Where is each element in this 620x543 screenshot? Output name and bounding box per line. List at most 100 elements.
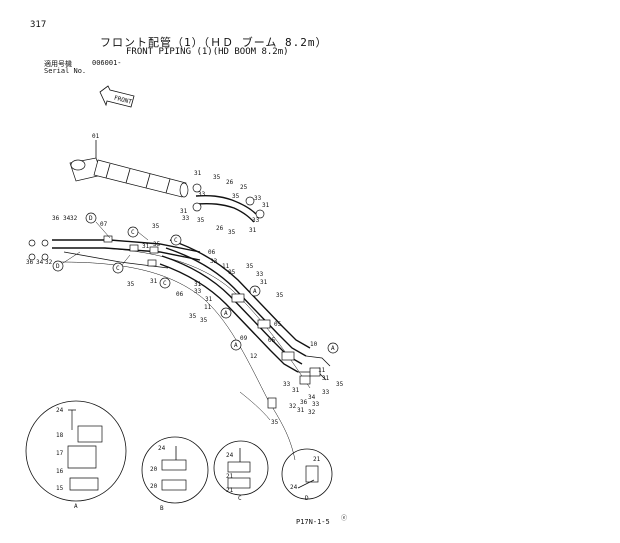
svg-text:20: 20 [150, 466, 158, 473]
svg-text:26: 26 [226, 179, 234, 186]
svg-text:C: C [116, 265, 120, 272]
svg-text:A: A [253, 288, 257, 295]
svg-text:A: A [234, 342, 238, 349]
svg-text:32: 32 [308, 409, 316, 416]
svg-text:35: 35 [200, 317, 208, 324]
svg-text:35: 35 [276, 292, 284, 299]
svg-text:21: 21 [313, 456, 321, 463]
svg-text:36: 36 [52, 215, 60, 222]
front-arrow: FRONT [99, 85, 135, 108]
svg-text:34: 34 [308, 394, 316, 401]
svg-text:25: 25 [240, 184, 248, 191]
svg-text:33: 33 [194, 288, 202, 295]
svg-text:05: 05 [228, 269, 236, 276]
svg-text:35: 35 [271, 419, 279, 426]
detail-c-label: C [238, 495, 242, 502]
svg-text:21: 21 [226, 487, 234, 494]
svg-text:10: 10 [310, 341, 318, 348]
svg-text:35: 35 [127, 281, 135, 288]
svg-text:33: 33 [252, 217, 260, 224]
svg-text:05: 05 [268, 337, 276, 344]
svg-text:11: 11 [222, 263, 230, 270]
svg-text:32: 32 [45, 259, 53, 266]
svg-text:31: 31 [150, 278, 158, 285]
svg-text:32: 32 [70, 215, 78, 222]
svg-text:33: 33 [283, 381, 291, 388]
svg-text:36: 36 [26, 259, 34, 266]
svg-text:31: 31 [260, 279, 268, 286]
serial-label-english: Serial No. [44, 67, 87, 75]
svg-text:31: 31 [297, 407, 305, 414]
svg-text:01: 01 [92, 133, 100, 140]
svg-text:31: 31 [205, 296, 213, 303]
title-english: FRONT PIPING (1)(HD BOOM 8.2m) [126, 47, 289, 57]
svg-text:A: A [224, 310, 228, 317]
detail-D: 21 24 D [281, 448, 333, 502]
svg-text:34: 34 [63, 215, 71, 222]
title-japanese: フロント配管（1）（ＨＤ ブーム 8.2m） [100, 36, 328, 49]
svg-text:35: 35 [228, 229, 236, 236]
detail-C: 24 21 21 C [213, 440, 269, 502]
svg-text:11: 11 [204, 304, 212, 311]
circle-callouts: D D C C C C A A A A [52, 212, 339, 354]
svg-text:33: 33 [182, 215, 190, 222]
svg-text:33: 33 [210, 258, 218, 265]
svg-text:33: 33 [322, 389, 330, 396]
svg-text:24: 24 [290, 484, 298, 491]
svg-text:05: 05 [274, 321, 282, 328]
svg-text:C: C [163, 280, 167, 287]
serial-value: 006001- [92, 59, 122, 67]
svg-text:31: 31 [194, 170, 202, 177]
svg-text:18: 18 [56, 432, 64, 439]
footer-mark: ⓔ [341, 514, 347, 522]
svg-text:06: 06 [208, 249, 216, 256]
svg-text:32: 32 [289, 403, 297, 410]
boom-cylinder: 01 [69, 133, 189, 198]
svg-text:34: 34 [36, 259, 44, 266]
svg-text:35: 35 [213, 174, 221, 181]
svg-text:12: 12 [250, 353, 258, 360]
front-arrow-label: FRONT [113, 95, 133, 106]
svg-text:D: D [56, 263, 60, 270]
svg-text:09: 09 [240, 335, 248, 342]
svg-text:31: 31 [262, 202, 270, 209]
svg-text:26: 26 [216, 225, 224, 232]
svg-text:24: 24 [158, 445, 166, 452]
detail-d-label: D [305, 495, 309, 502]
svg-text:15: 15 [56, 485, 64, 492]
svg-text:31: 31 [322, 375, 330, 382]
svg-text:35: 35 [336, 381, 344, 388]
svg-text:35: 35 [246, 263, 254, 270]
svg-text:33: 33 [312, 401, 320, 408]
svg-text:11: 11 [318, 367, 326, 374]
page-number: 317 [30, 20, 47, 30]
svg-text:33: 33 [254, 195, 262, 202]
svg-text:06: 06 [176, 291, 184, 298]
svg-text:35: 35 [189, 313, 197, 320]
svg-text:33: 33 [256, 271, 264, 278]
svg-text:31: 31 [249, 227, 257, 234]
svg-text:C: C [174, 237, 178, 244]
svg-text:21: 21 [226, 473, 234, 480]
svg-text:31: 31 [194, 281, 202, 288]
serial-label-japanese: 適用号機 [44, 60, 72, 68]
svg-text:36: 36 [300, 399, 308, 406]
svg-text:35: 35 [232, 193, 240, 200]
svg-text:D: D [89, 215, 93, 222]
svg-text:35: 35 [197, 217, 205, 224]
svg-text:31: 31 [142, 243, 150, 250]
detail-b-label: B [160, 505, 164, 512]
svg-text:24: 24 [226, 452, 234, 459]
detail-B: 24 20 20 B [141, 436, 209, 512]
svg-text:31: 31 [292, 387, 300, 394]
svg-text:20: 20 [150, 483, 158, 490]
svg-text:16: 16 [56, 468, 64, 475]
svg-text:35: 35 [152, 223, 160, 230]
svg-text:31: 31 [180, 208, 188, 215]
svg-text:33: 33 [198, 191, 206, 198]
svg-text:17: 17 [56, 450, 64, 457]
